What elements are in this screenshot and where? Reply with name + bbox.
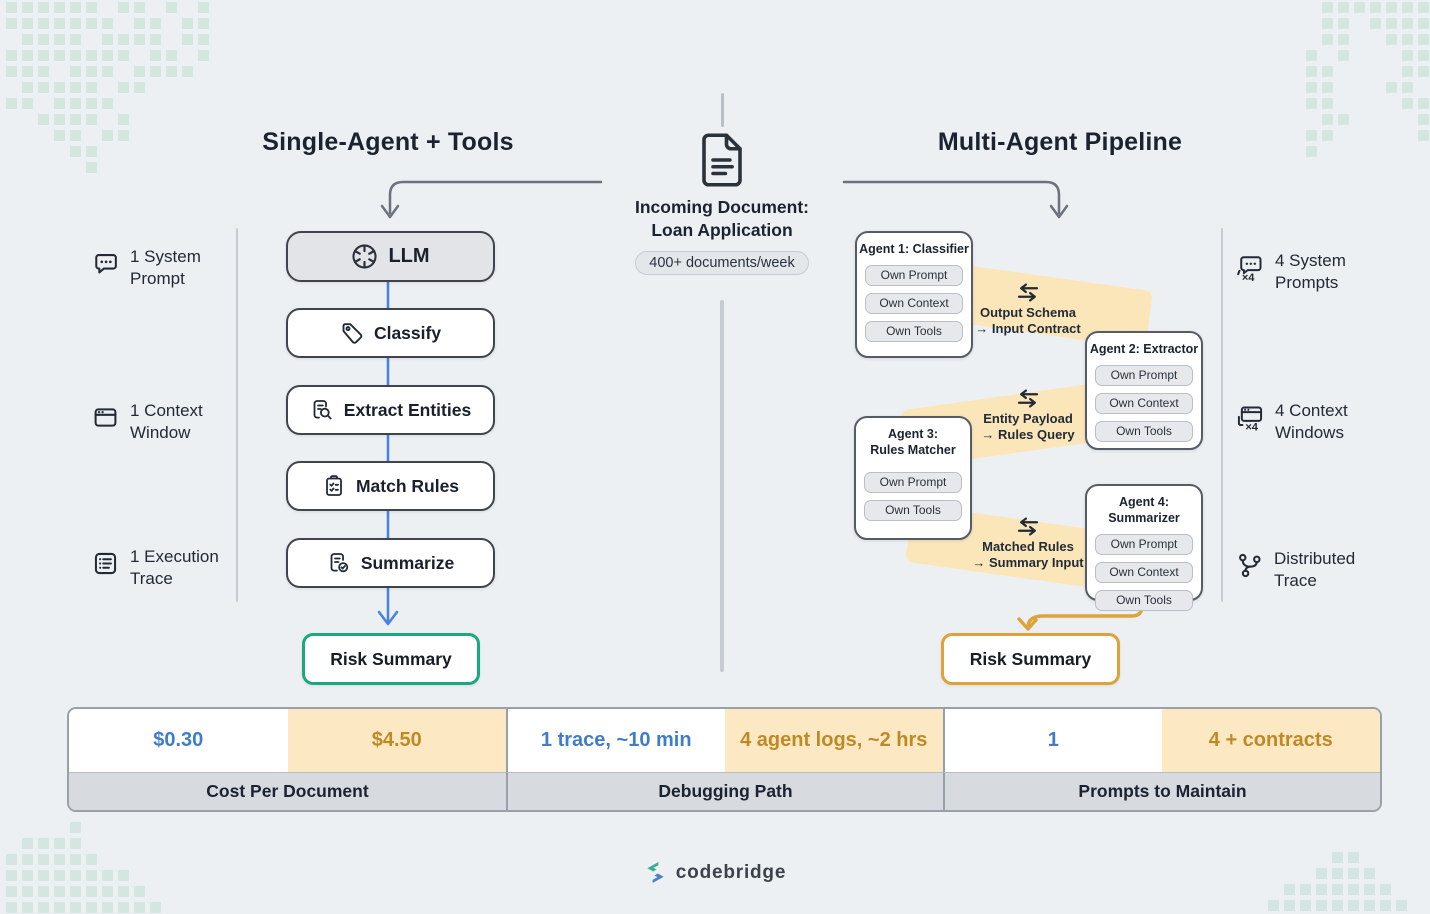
handoff-line1: Output Schema (979, 305, 1077, 320)
annotation-system-prompts-x4: ×4 4 System Prompts (1236, 250, 1375, 294)
annotation-label: 1 Execution Trace (130, 547, 219, 589)
handoff-line2: → Rules Query (981, 427, 1075, 443)
handoff-line1: Entity Payload (983, 411, 1073, 426)
openai-icon (352, 244, 377, 269)
step-label: Classify (373, 322, 442, 343)
agent-card-3: Agent 3: Rules Matcher Own Prompt Own To… (854, 416, 972, 540)
agent-card-4: Agent 4: Summarizer Own Prompt Own Conte… (1085, 484, 1203, 611)
annotation-system-prompt: 1 System Prompt (92, 246, 230, 290)
annotation-context-windows-x4: ×4 4 Context Windows (1236, 400, 1375, 444)
agent-card-1: Agent 1: Classifier Own Prompt Own Conte… (855, 231, 973, 358)
prompts-multi-value: 4 + contracts (1161, 709, 1380, 772)
document-search-icon (313, 400, 332, 420)
annotation-label: 4 System Prompts (1275, 251, 1346, 293)
speech-bubble-x4-icon: ×4 (1237, 256, 1262, 282)
speech-bubble-icon (95, 254, 117, 274)
step-label: Match Rules (355, 475, 460, 496)
debug-multi-value: 4 agent logs, ~2 hrs (724, 709, 943, 772)
agent-title-line1: Agent 3: (888, 427, 938, 441)
step-summarize: Summarize (286, 538, 495, 588)
agent-title: Agent 2: Extractor (1089, 342, 1199, 356)
handoff-line1: Matched Rules (982, 539, 1074, 554)
agent-pill: Own Tools (865, 321, 963, 342)
center-divider-top (721, 93, 724, 127)
swap-arrows-icon (1017, 283, 1039, 302)
llm-label: LLM (388, 245, 430, 267)
agent-title: Agent 4: Summarizer (1108, 495, 1180, 525)
comparison-table: $0.30 $4.50 1 trace, ~10 min 4 agent log… (67, 707, 1382, 812)
annotation-execution-trace: 1 Execution Trace (92, 546, 230, 590)
document-check-icon (330, 553, 349, 573)
agent-pill: Own Tools (864, 500, 962, 521)
brand-footer: codebridge (0, 860, 1430, 885)
incoming-document-block: Incoming Document: Loan Application 400+… (602, 130, 842, 276)
handoff-entity-payload: Entity Payload → Rules Query (946, 389, 1110, 444)
right-column-divider (1221, 228, 1223, 602)
step-label: Extract Entities (343, 399, 472, 420)
agent-pill: Own Tools (1095, 421, 1193, 442)
risk-summary-multi: Risk Summary (941, 633, 1120, 685)
branch-trace-icon (1239, 553, 1261, 578)
list-trace-icon (94, 552, 117, 575)
agent-title-line2: Rules Matcher (870, 443, 956, 457)
header-cost-per-document: Cost Per Document (69, 772, 506, 810)
agent-pill: Own Context (865, 293, 963, 314)
cost-single-value: $0.30 (69, 709, 288, 772)
step-classify: Classify (286, 308, 495, 358)
codebridge-logo-icon (647, 861, 664, 884)
handoff-line2: → Summary Input (972, 555, 1084, 571)
annotation-label: 1 System Prompt (130, 247, 201, 289)
clipboard-checklist-icon (326, 475, 342, 496)
handoff-matched-rules: Matched Rules → Summary Input (946, 517, 1110, 572)
debug-single-value: 1 trace, ~10 min (506, 709, 725, 772)
center-divider-main (720, 300, 724, 672)
swap-arrows-icon (1017, 517, 1039, 536)
handoff-output-schema: Output Schema → Input Contract (946, 283, 1110, 338)
codebridge-logo-text: codebridge (675, 861, 787, 883)
risk-summary-single: Risk Summary (302, 633, 480, 685)
agent-card-2: Agent 2: Extractor Own Prompt Own Contex… (1085, 331, 1203, 450)
svg-text:×4: ×4 (1245, 421, 1258, 432)
agent-pill: Own Tools (1095, 590, 1193, 611)
agent-pill: Own Prompt (865, 265, 963, 286)
step-match-rules: Match Rules (286, 461, 495, 511)
agent-title: Agent 1: Classifier (859, 242, 969, 256)
right-title: Multi-Agent Pipeline (937, 128, 1183, 156)
agent-pill: Own Context (1095, 393, 1193, 414)
header-arrows (380, 180, 1069, 219)
step-extract-entities: Extract Entities (286, 385, 495, 435)
window-x4-icon: ×4 (1237, 406, 1263, 432)
agent-pill: Own Prompt (1095, 365, 1193, 386)
cost-multi-value: $4.50 (287, 709, 506, 772)
left-column-divider (236, 228, 238, 602)
annotation-label: Distributed Trace (1274, 549, 1356, 591)
window-icon (94, 408, 117, 427)
annotation-distributed-trace: Distributed Trace (1236, 548, 1374, 592)
step-label: Summarize (360, 552, 455, 573)
annotation-label: 4 Context Windows (1275, 401, 1348, 443)
incoming-document-title-line1: Incoming Document: (634, 197, 810, 217)
documents-per-week-badge: 400+ documents/week (635, 251, 809, 276)
annotation-context-window: 1 Context Window (92, 400, 230, 444)
swap-arrows-icon (1017, 389, 1039, 408)
agent-pill: Own Prompt (864, 472, 962, 493)
header-debugging-path: Debugging Path (506, 772, 943, 810)
incoming-document-title-line2: Loan Application (651, 220, 793, 241)
agent-pill: Own Context (1095, 562, 1193, 583)
agent-pill: Own Prompt (1095, 534, 1193, 555)
header-prompts-to-maintain: Prompts to Maintain (943, 772, 1380, 810)
svg-text:×4: ×4 (1242, 272, 1255, 282)
llm-node: LLM (286, 231, 495, 282)
prompts-single-value: 1 (943, 709, 1162, 772)
annotation-label: 1 Context Window (130, 401, 203, 443)
handoff-line2: → Input Contract (975, 321, 1081, 337)
document-icon (702, 133, 742, 187)
tag-icon (342, 323, 363, 344)
left-title: Single-Agent + Tools (262, 128, 514, 156)
